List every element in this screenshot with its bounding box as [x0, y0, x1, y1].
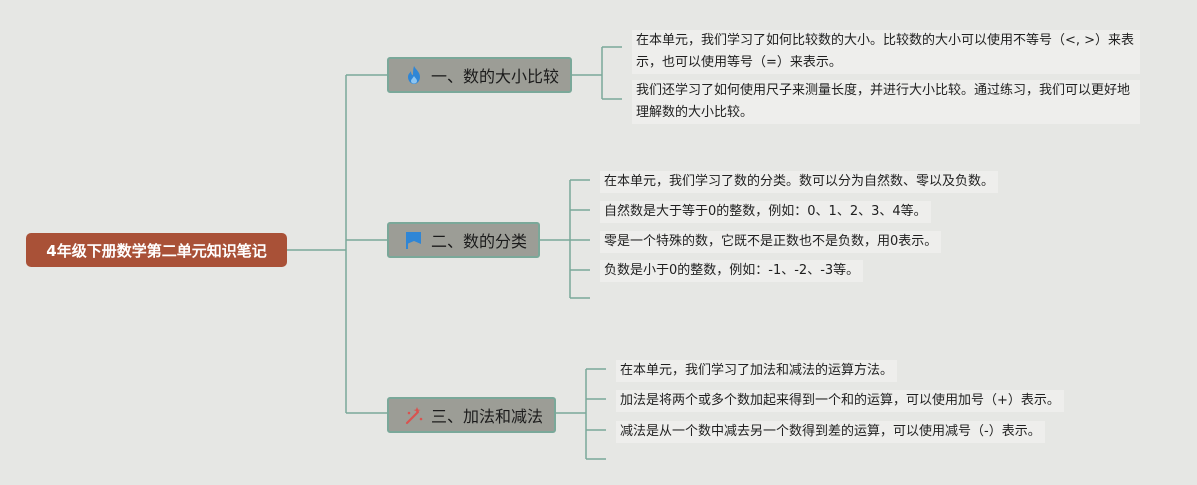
leaf-note: 自然数是大于等于0的整数，例如：0、1、2、3、4等。: [600, 201, 931, 223]
branch-topic-number-classification[interactable]: 二、数的分类: [387, 222, 540, 258]
leaf-note: 在本单元，我们学习了如何比较数的大小。比较数的大小可以使用不等号（<, >）来表…: [632, 30, 1140, 74]
branch-topic-label: 二、数的分类: [431, 232, 528, 251]
branch-topic-label: 三、加法和减法: [431, 407, 544, 426]
root-topic[interactable]: 4年级下册数学第二单元知识笔记: [26, 233, 287, 267]
leaf-note: 在本单元，我们学习了加法和减法的运算方法。: [616, 360, 898, 382]
leaf-note: 在本单元，我们学习了数的分类。数可以分为自然数、零以及负数。: [600, 171, 999, 193]
flame-icon: [403, 64, 425, 86]
branch-topic-addition-subtraction[interactable]: 三、加法和减法: [387, 397, 556, 433]
root-topic-label: 4年级下册数学第二单元知识笔记: [46, 241, 267, 260]
magic-wand-icon: [403, 404, 425, 426]
branch-topic-label: 一、数的大小比较: [431, 67, 560, 86]
leaf-note: 加法是将两个或多个数加起来得到一个和的运算，可以使用加号（+）表示。: [616, 390, 1064, 412]
leaf-note: 减法是从一个数中减去另一个数得到差的运算，可以使用减号（-）表示。: [616, 421, 1045, 443]
flag-icon: [403, 229, 425, 251]
leaf-note: 负数是小于0的整数，例如：-1、-2、-3等。: [600, 260, 864, 282]
leaf-note: 我们还学习了如何使用尺子来测量长度，并进行大小比较。通过练习，我们可以更好地理解…: [632, 80, 1140, 124]
leaf-note: 零是一个特殊的数，它既不是正数也不是负数，用0表示。: [600, 231, 942, 253]
branch-topic-number-comparison[interactable]: 一、数的大小比较: [387, 57, 572, 93]
